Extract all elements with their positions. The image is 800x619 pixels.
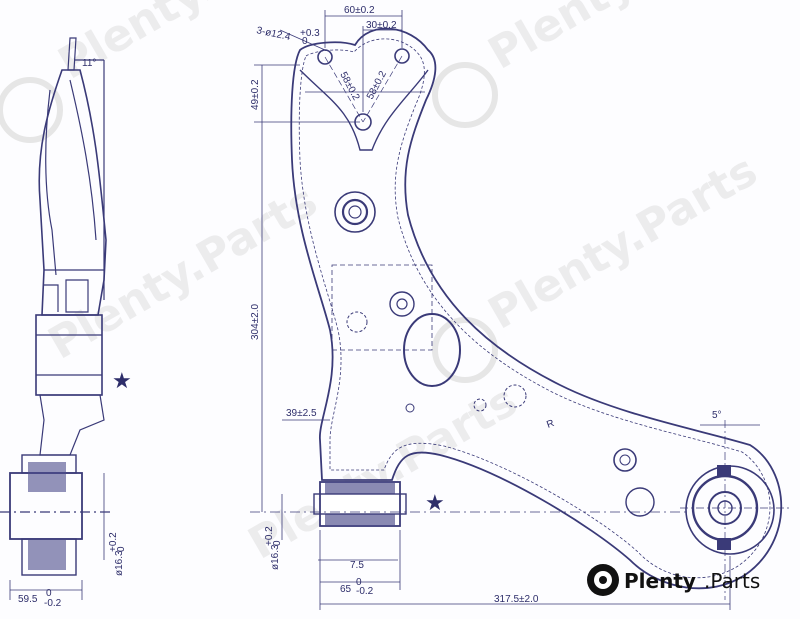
- watermark-2: Plenty.Parts: [480, 0, 766, 80]
- dim-39: 39±2.5: [286, 408, 317, 419]
- left-dimension-lines: [9, 473, 105, 600]
- top-view: [250, 27, 790, 600]
- dim-317-5: 317.5±2.0: [494, 594, 539, 605]
- dim-304: 304±2.0: [250, 303, 261, 340]
- logo-suffix: .Parts: [704, 569, 760, 593]
- dim-hole-tol-lower: 0: [302, 36, 308, 47]
- dim-49: 49±0.2: [250, 79, 261, 110]
- watermark-disc-icon: [432, 317, 498, 383]
- plenty-parts-logo: Plenty .Parts: [587, 564, 760, 596]
- dim-hole-tol-upper: +0.3: [300, 28, 320, 39]
- dim-16-3-left: ø16.3: [114, 550, 125, 576]
- logo-brand: Plenty: [624, 569, 696, 593]
- watermark-4: Plenty.Parts: [480, 145, 766, 339]
- dim-30: 30±0.2: [366, 20, 397, 31]
- side-mark-r: R: [545, 418, 556, 431]
- star-mark-icon: ★: [112, 369, 132, 394]
- watermark-5: Plenty.Parts: [240, 375, 526, 569]
- dim-59-5: 59.5: [18, 594, 38, 605]
- watermark-3: Plenty.Parts: [40, 175, 326, 369]
- dim-59-5-tol-upper: 0: [46, 588, 52, 599]
- dim-7-5: 7.5: [350, 560, 364, 571]
- dim-hole-count: 3-ø12.4: [255, 25, 291, 43]
- dim-16-3-left-tol-upper: +0.2: [108, 532, 119, 552]
- side-view: [0, 37, 110, 576]
- watermark-disc-icon: [0, 77, 63, 143]
- dim-16-3-right-tol-lower: 0: [272, 540, 283, 546]
- dim-58-left: 58±0.2: [337, 70, 361, 102]
- main-dimension-lines: [254, 10, 731, 610]
- dim-60: 60±0.2: [344, 5, 375, 16]
- dim-16-3-left-tol-lower: 0: [116, 546, 127, 552]
- star-mark-icon: ★: [425, 491, 445, 516]
- dim-65: 65: [340, 584, 352, 595]
- dim-65-tol-lower: -0.2: [356, 586, 374, 597]
- dim-58-right: 58±0.2: [365, 69, 389, 101]
- dim-16-3-right-tol-upper: +0.2: [264, 526, 275, 546]
- angle-5-label: 5°: [712, 410, 722, 421]
- dim-16-3-right: ø16.3: [270, 544, 281, 570]
- dim-65-tol-upper: 0: [356, 577, 362, 588]
- angle-11-label: 11°: [82, 58, 96, 69]
- watermark-disc-icon: [432, 62, 498, 128]
- dim-59-5-tol-lower: -0.2: [44, 598, 62, 609]
